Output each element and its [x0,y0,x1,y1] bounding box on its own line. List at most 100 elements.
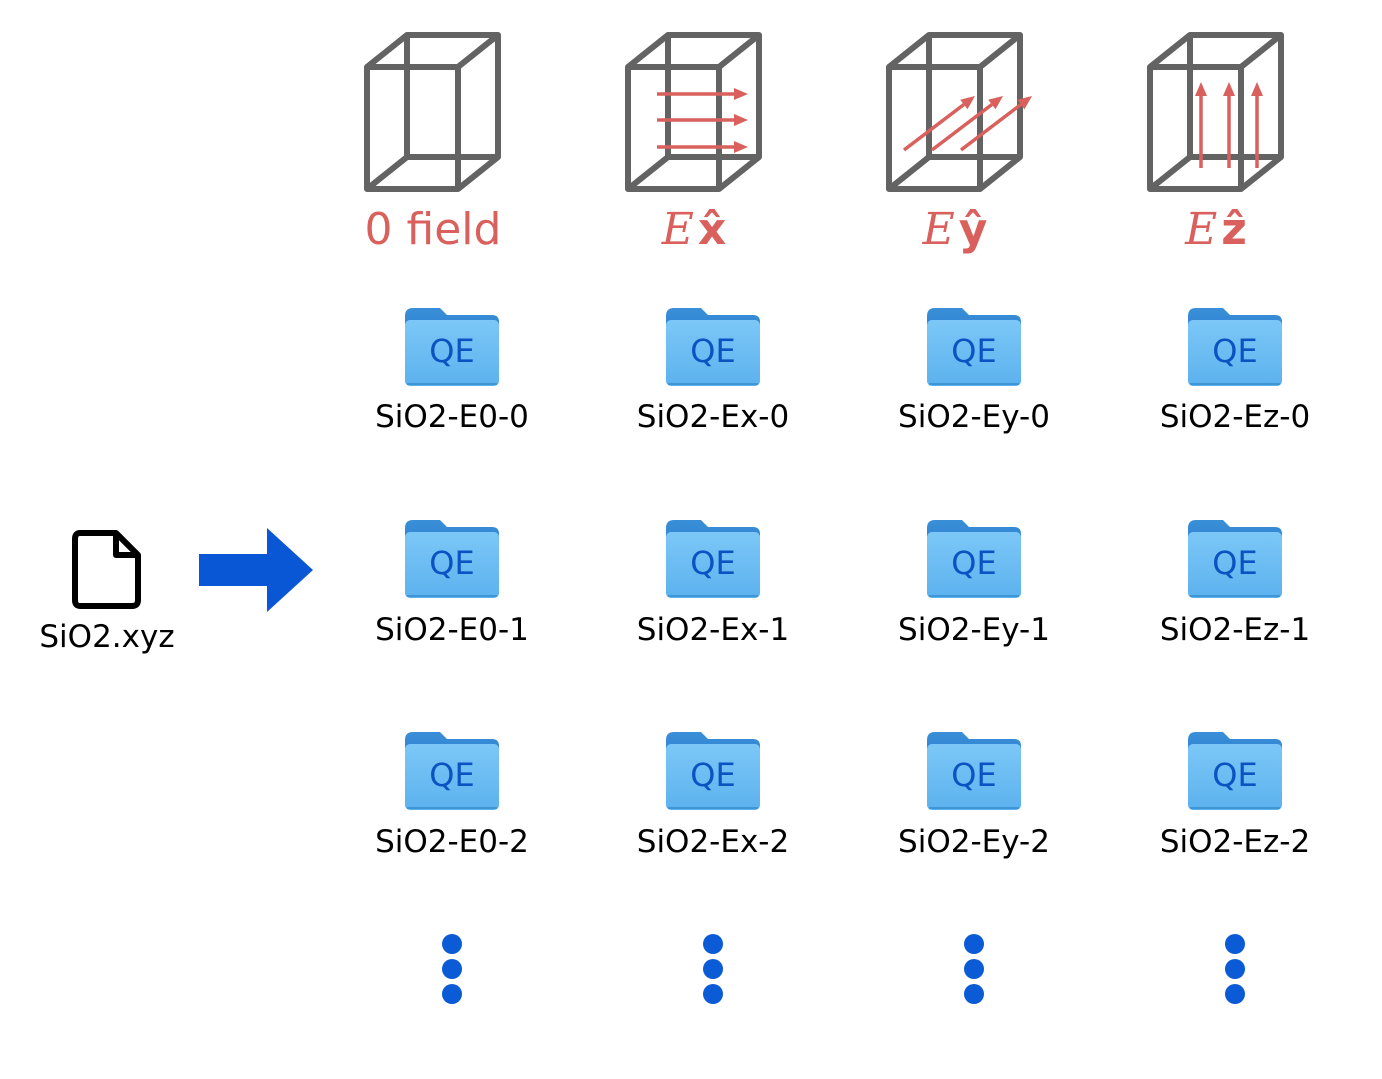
box-back-face [1187,32,1284,160]
box-edge [626,154,670,192]
field-label: 0 field [365,204,502,255]
box-edge [626,32,670,70]
folder-badge: QE [1212,544,1257,582]
folder-body [666,532,760,598]
box-edge [978,32,1022,70]
folder-badge: QE [951,544,996,582]
box-edge [1148,154,1192,192]
folder-icon[interactable]: QE [927,308,1021,386]
field-arrow-y-head [988,96,1003,110]
field-arrow-z-head [1195,82,1207,96]
folder-icon[interactable]: QE [666,520,760,598]
box-edge [1239,154,1283,192]
field-unit-vector: x̂ [698,204,726,255]
vertical-ellipsis-icon [703,934,723,1004]
folder-body [927,744,1021,810]
field-label: Ex̂ [661,204,727,255]
ellipsis-dot [703,934,723,954]
folder-body [927,532,1021,598]
box-edge [456,154,500,192]
box-edge [887,32,931,70]
field-unit-vector: ŷ [959,204,988,255]
ellipsis-dot [964,984,984,1004]
field-unit-vector: ẑ [1221,204,1247,255]
box-edge [456,32,500,70]
ellipsis-dot [703,984,723,1004]
folder-label: SiO2-Ex-1 [637,612,789,648]
box-back-face [665,32,762,160]
field-arrows [902,96,1032,152]
field-arrows [1195,82,1263,168]
field-label: Eẑ [1184,204,1247,255]
folder-body [405,532,499,598]
folder-icon[interactable]: QE [1188,732,1282,810]
folder-label: SiO2-Ey-2 [898,824,1050,860]
folder-label: SiO2-Ez-1 [1160,612,1310,648]
field-arrow-z-head [1223,82,1235,96]
simulation-box [886,32,1023,192]
input-file-label: SiO2.xyz [39,619,174,655]
ellipsis-dot [442,934,462,954]
folder-icon[interactable]: QE [405,308,499,386]
folder-icon[interactable]: QE [405,520,499,598]
process-arrow [199,528,313,612]
document-icon [72,530,141,609]
field-arrow-y-shaft [902,103,965,152]
folder-icon[interactable]: QE [405,732,499,810]
box-back-face [926,32,1023,160]
folder-icon[interactable]: QE [927,732,1021,810]
field-arrow-y-head [1017,96,1032,110]
simulation-box [625,32,762,192]
vertical-ellipsis-icon [964,934,984,1004]
field-columns: 0 fieldQESiO2-E0-0QESiO2-E0-1QESiO2-E0-2… [364,32,1310,1004]
box-edge [365,32,409,70]
field-symbol: E [1184,204,1217,255]
folder-body [1188,320,1282,386]
field-arrows [657,88,748,153]
ellipsis-dot [703,959,723,979]
vertical-ellipsis-icon [1225,934,1245,1004]
folder-body [1188,532,1282,598]
folder-label: SiO2-Ey-1 [898,612,1050,648]
field-arrow-y-shaft [930,103,993,152]
folder-badge: QE [1212,332,1257,370]
box-front-face [364,64,461,192]
field-symbol: E [922,204,955,255]
folder-icon[interactable]: QE [1188,520,1282,598]
folder-icon[interactable]: QE [666,308,760,386]
folder-badge: QE [690,544,735,582]
ellipsis-dot [964,959,984,979]
input-file: SiO2.xyz [39,530,175,655]
folder-icon[interactable]: QE [927,520,1021,598]
box-front-face [625,64,722,192]
box-edge [887,154,931,192]
field-arrow-x-head [734,88,748,100]
folder-label: SiO2-Ez-0 [1160,399,1310,435]
field-symbol: E [661,204,694,255]
ellipsis-dot [1225,984,1245,1004]
folder-label: SiO2-Ex-2 [637,824,789,860]
folder-icon[interactable]: QE [1188,308,1282,386]
folder-icon[interactable]: QE [666,732,760,810]
field-label: Eŷ [922,204,988,255]
ellipsis-dot [442,959,462,979]
ellipsis-dot [1225,959,1245,979]
box-front-face [1147,64,1244,192]
field-arrow-z-head [1251,82,1263,96]
folder-label: SiO2-E0-0 [375,399,529,435]
folder-body [405,320,499,386]
folder-body [1188,744,1282,810]
field-arrow-x-head [734,141,748,153]
folder-body [666,320,760,386]
box-edge [717,154,761,192]
simulation-box [364,32,501,192]
folder-label: SiO2-Ex-0 [637,399,789,435]
box-edge [1148,32,1192,70]
folder-body [666,744,760,810]
folder-badge: QE [690,756,735,794]
